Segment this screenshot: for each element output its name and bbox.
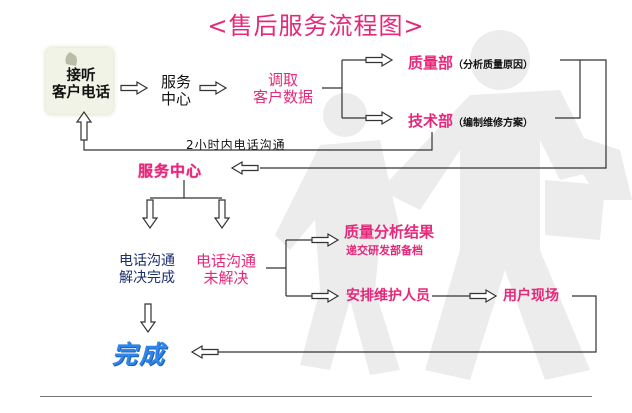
arrow-back-to-call bbox=[76, 111, 92, 141]
answer-call-label: 接听 客户电话 bbox=[52, 68, 110, 101]
arrange-staff-label: 安排维护人员 bbox=[346, 288, 430, 304]
phone-2h-label: 2小时内电话沟通 bbox=[186, 138, 286, 152]
arrow-to-quality-result bbox=[311, 233, 339, 247]
page-title: <售后服务流程图> bbox=[207, 12, 425, 40]
arrow-onsite-to-done bbox=[191, 345, 219, 359]
arrow-to-service-center bbox=[231, 161, 259, 175]
retrieve-data-label: 调取 客户数据 bbox=[252, 71, 313, 106]
done-label: 完成 bbox=[112, 340, 167, 369]
unsolved-label: 电话沟通 未解决 bbox=[195, 252, 256, 287]
arrow-to-quality bbox=[365, 53, 393, 67]
arrow-to-tech bbox=[365, 111, 393, 125]
tech-dept-note: （编制维修方案） bbox=[453, 118, 534, 129]
tech-dept-node: 技术部（编制维修方案） bbox=[408, 110, 533, 131]
bottom-divider bbox=[40, 396, 592, 397]
quality-dept-label: 质量部 bbox=[408, 54, 454, 72]
arrow-to-onsite bbox=[469, 289, 497, 303]
submit-rd-label: 递交研发部备档 bbox=[346, 244, 423, 257]
arrow-to-unsolved bbox=[214, 199, 230, 229]
onsite-label: 用户现场 bbox=[503, 288, 559, 304]
arrow-to-arrange-staff bbox=[311, 289, 339, 303]
service-center-2-label: 服务中心 bbox=[138, 162, 203, 180]
service-center-label: 服务 中心 bbox=[160, 73, 191, 108]
answer-call-box bbox=[46, 48, 113, 114]
arrow-to-solved bbox=[142, 199, 158, 229]
arrow-center-to-data bbox=[199, 81, 227, 95]
quality-dept-node: 质量部（分析质量原因） bbox=[408, 52, 533, 73]
arrow-solved-to-done bbox=[140, 303, 156, 333]
solved-label: 电话沟通 解决完成 bbox=[119, 253, 175, 286]
quality-dept-note: （分析质量原因） bbox=[453, 60, 534, 71]
arrow-call-to-center bbox=[120, 81, 148, 95]
tech-dept-label: 技术部 bbox=[408, 112, 454, 130]
quality-result-label: 质量分析结果 bbox=[344, 223, 435, 241]
